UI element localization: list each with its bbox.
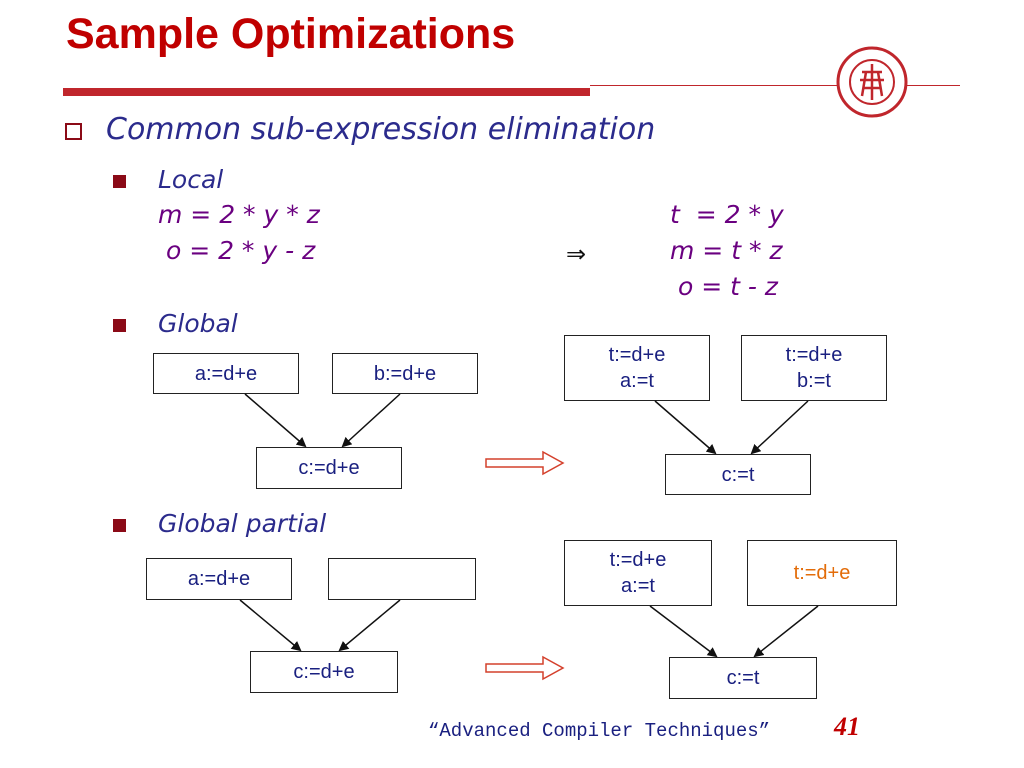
edge-arrow	[341, 393, 401, 448]
local-after-line-2: m = t * z	[670, 236, 783, 265]
partial-after-block-a: t:=d+e a:=t	[564, 540, 712, 606]
edge-arrow	[750, 400, 809, 455]
block-code: b:=d+e	[373, 362, 437, 385]
filled-square-bullet-icon	[113, 175, 126, 188]
partial-after-block-c: c:=t	[669, 657, 817, 699]
global-before-block-b: b:=d+e	[332, 353, 478, 394]
block-code: a:=d+e	[194, 362, 258, 385]
label-global-partial: Global partial	[158, 509, 327, 538]
global-after-block-b: t:=d+e b:=t	[741, 335, 887, 401]
partial-before-block-a: a:=d+e	[146, 558, 292, 600]
label-global: Global	[158, 309, 238, 338]
global-after-block-c: c:=t	[665, 454, 811, 495]
partial-before-block-c: c:=d+e	[250, 651, 398, 693]
local-after-line-3: o = t - z	[670, 272, 778, 301]
page-number: 41	[834, 712, 860, 741]
edge-arrow	[239, 599, 302, 652]
title-underline	[63, 88, 590, 96]
block-code-line: t:=d+e	[785, 344, 843, 366]
block-code-line: b:=t	[797, 370, 831, 392]
edge-arrow	[649, 605, 718, 658]
edge-arrow	[753, 605, 819, 658]
filled-square-bullet-icon	[113, 319, 126, 332]
block-code: c:=t	[721, 463, 755, 486]
block-code: c:=d+e	[293, 661, 355, 683]
edge-arrow	[338, 599, 401, 652]
slide-title: Sample Optimizations	[66, 10, 516, 58]
block-code: a:=d+e	[187, 568, 251, 590]
inserted-code: t:=d+e	[793, 562, 851, 584]
filled-square-bullet-icon	[113, 519, 126, 532]
local-before-line-2: o = 2 * y - z	[158, 236, 316, 265]
block-code: c:=t	[726, 667, 760, 689]
partial-after-block-inserted: t:=d+e	[747, 540, 897, 606]
block-code: c:=d+e	[298, 457, 360, 479]
global-before-block-a: a:=d+e	[153, 353, 299, 394]
transform-arrow-icon	[485, 655, 565, 681]
label-local: Local	[158, 165, 224, 194]
edge-arrow	[654, 400, 717, 455]
block-code-line: t:=d+e	[608, 344, 666, 366]
block-code-line: t:=d+e	[609, 549, 667, 571]
block-code-line: a:=t	[621, 575, 655, 597]
footer-course-title: “Advanced Compiler Techniques”	[428, 720, 771, 742]
partial-before-block-empty	[328, 558, 476, 600]
implies-arrow-icon: ⇒	[566, 240, 587, 268]
local-before-line-1: m = 2 * y * z	[158, 200, 320, 229]
bullet-cse: Common sub-expression elimination	[106, 112, 656, 147]
header-rule	[590, 85, 960, 86]
global-before-block-c: c:=d+e	[256, 447, 402, 489]
hollow-square-bullet-icon	[65, 123, 82, 140]
block-code-line: a:=t	[620, 370, 654, 392]
transform-arrow-icon	[485, 450, 565, 476]
local-after-line-1: t = 2 * y	[670, 200, 784, 229]
global-after-block-a: t:=d+e a:=t	[564, 335, 710, 401]
edge-arrow	[244, 393, 307, 448]
university-seal-logo	[836, 46, 908, 118]
